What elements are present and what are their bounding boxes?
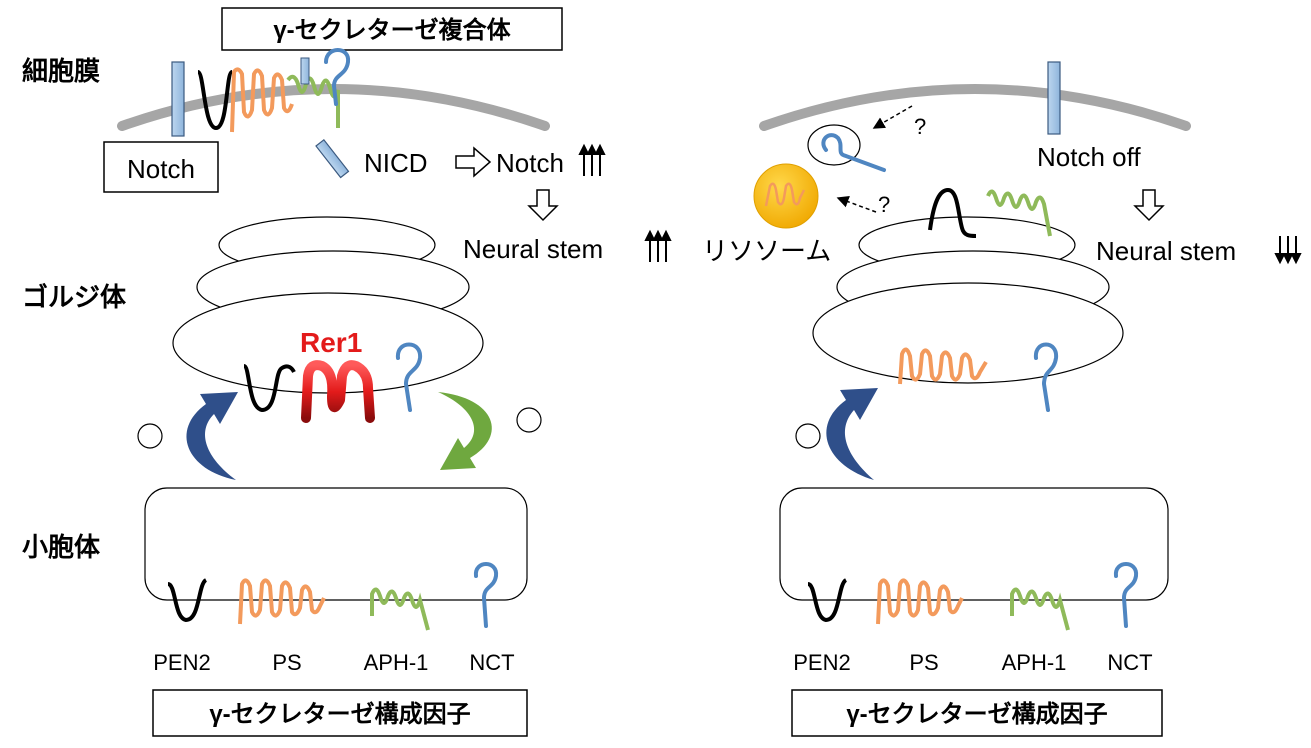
notch-off-label: Notch off xyxy=(1037,142,1141,172)
golgi-label: ゴルジ体 xyxy=(22,282,127,312)
lysosome xyxy=(753,163,819,229)
nicd-rod xyxy=(315,139,350,179)
left-er xyxy=(144,487,528,601)
components-label-left: γ-セクレターゼ構成因子 xyxy=(209,701,470,728)
neural-stem-label: Neural stem xyxy=(463,234,603,264)
notch-up-label: Notch xyxy=(496,148,564,178)
component-label-pen2-left: PEN2 xyxy=(153,650,210,675)
golgi-nct xyxy=(396,342,422,412)
left-anterograde-arrow xyxy=(186,392,238,480)
er-nct-left xyxy=(473,562,499,628)
component-label-aph1-left: APH-1 xyxy=(364,650,429,675)
component-label-aph1-right: APH-1 xyxy=(1002,650,1067,675)
notch-receptor-rod xyxy=(171,61,185,137)
lysosome-label: リソソーム xyxy=(702,236,831,266)
er-aph1-right xyxy=(1010,587,1070,631)
hollow-arrow-down xyxy=(527,189,559,222)
er-pen2-left xyxy=(167,578,208,623)
complex-label-box: γ-セクレターゼ複合体 xyxy=(221,7,563,51)
rer1-label: Rer1 xyxy=(300,327,362,358)
right-vesicle xyxy=(795,423,821,449)
component-label-ps-left: PS xyxy=(272,650,301,675)
membrane-label: 細胞膜 xyxy=(22,56,100,86)
complex-ps xyxy=(230,67,294,133)
neural-stem-up-arrows xyxy=(644,229,672,262)
left-vesicle-1 xyxy=(137,423,163,449)
right-golgi-nct xyxy=(1033,342,1059,412)
components-label-box-left: γ-セクレターゼ構成因子 xyxy=(152,689,528,737)
component-label-ps-right: PS xyxy=(909,650,938,675)
complex-nct xyxy=(324,48,351,106)
neural-stem-down-arrows xyxy=(1274,236,1302,265)
question-mark-2: ? xyxy=(878,192,890,217)
er-ps-left xyxy=(238,578,326,625)
golgi-pen2 xyxy=(242,364,296,413)
dashed-arrow-2 xyxy=(836,195,877,213)
components-label-box-right: γ-セクレターゼ構成因子 xyxy=(791,689,1163,737)
right-golgi-pen2 xyxy=(928,187,977,238)
lysosome-contents xyxy=(764,182,806,207)
complex-small-rod xyxy=(300,57,310,85)
right-golgi-ps xyxy=(898,347,988,385)
right-cell-membrane xyxy=(759,84,1191,131)
right-notch-rod xyxy=(1047,61,1061,135)
complex-label: γ-セクレターゼ複合体 xyxy=(273,16,511,44)
triple-up-arrows xyxy=(578,143,606,176)
right-er xyxy=(779,487,1169,601)
er-label: 小胞体 xyxy=(22,532,101,562)
rer1-protein xyxy=(301,360,375,423)
dashed-arrow-1 xyxy=(872,105,913,129)
er-aph1-left xyxy=(370,587,430,631)
left-retrograde-arrow xyxy=(438,392,492,470)
right-hollow-arrow-down xyxy=(1133,189,1165,222)
hollow-arrow-right xyxy=(455,146,492,178)
components-label-right: γ-セクレターゼ構成因子 xyxy=(846,701,1107,728)
right-neural-stem-label: Neural stem xyxy=(1096,236,1236,266)
er-nct-right xyxy=(1113,562,1139,628)
complex-aph1 xyxy=(286,74,340,128)
degraded-nct xyxy=(821,133,886,172)
er-ps-right xyxy=(876,578,964,625)
right-anterograde-arrow xyxy=(826,388,878,480)
component-label-nct-left: NCT xyxy=(469,650,514,675)
left-vesicle-2 xyxy=(516,407,542,433)
question-mark-1: ? xyxy=(914,114,926,139)
right-golgi-cisterna-bottom xyxy=(812,282,1124,384)
complex-pen2 xyxy=(196,70,234,131)
component-label-nct-right: NCT xyxy=(1107,650,1152,675)
notch-label: Notch xyxy=(127,154,195,184)
nicd-label: NICD xyxy=(364,148,428,178)
er-pen2-right xyxy=(807,578,848,623)
component-label-pen2-right: PEN2 xyxy=(793,650,850,675)
right-golgi-aph1 xyxy=(986,189,1052,237)
notch-label-box: Notch xyxy=(103,141,219,193)
